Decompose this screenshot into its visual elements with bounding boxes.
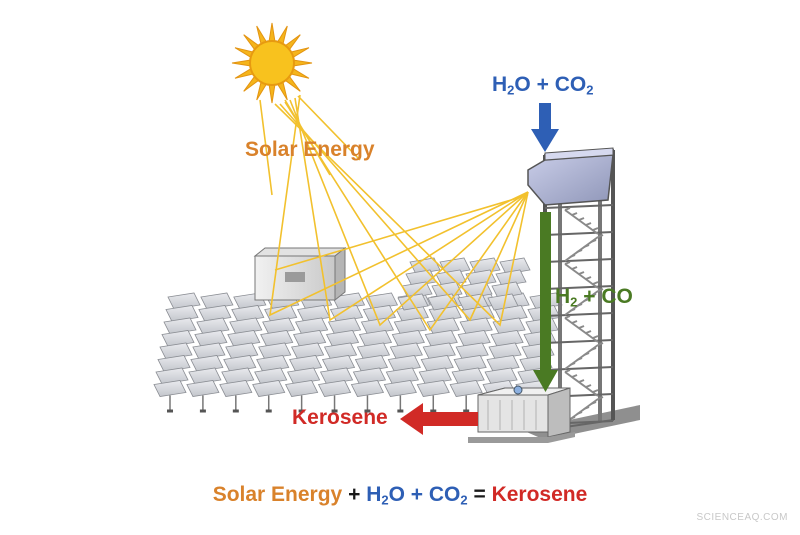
syngas-h-subscript: 2 [570, 294, 578, 310]
sun-icon [231, 22, 313, 104]
syngas-arrow [533, 212, 558, 392]
kerosene-label: Kerosene [292, 406, 388, 429]
equation-h-subscript: 2 [381, 492, 389, 508]
equation-o-plus-co: O + CO [388, 483, 461, 506]
equation-equals: = [467, 483, 492, 506]
equation-solar-term: Solar Energy [212, 483, 343, 506]
heliostat-field [153, 257, 563, 413]
equation-result: Kerosene [491, 483, 588, 506]
reactant-h: H [492, 73, 508, 96]
reactant-h-subscript: 2 [507, 82, 515, 98]
kerosene-arrow [400, 403, 478, 435]
control-building [253, 246, 347, 302]
equation-co2-subscript: 2 [460, 492, 468, 508]
solar-energy-label: Solar Energy [245, 138, 375, 161]
syngas-label: H2 + CO [555, 285, 633, 309]
reactant-label: H2O + CO2 [492, 73, 593, 97]
syngas-rest: + CO [577, 285, 633, 308]
reactant-rest: O + CO [514, 73, 587, 96]
reactant-co2-subscript: 2 [586, 82, 594, 98]
syngas-h: H [555, 285, 571, 308]
processing-container [468, 385, 575, 443]
equation-h: H [366, 483, 382, 506]
equation-plus: + [342, 483, 367, 506]
watermark: SCIENCEAQ.COM [696, 512, 788, 523]
input-arrow [531, 103, 559, 152]
sun-rays [259, 94, 529, 332]
overall-equation: Solar Energy + H2O + CO2 = Kerosene [0, 483, 800, 507]
